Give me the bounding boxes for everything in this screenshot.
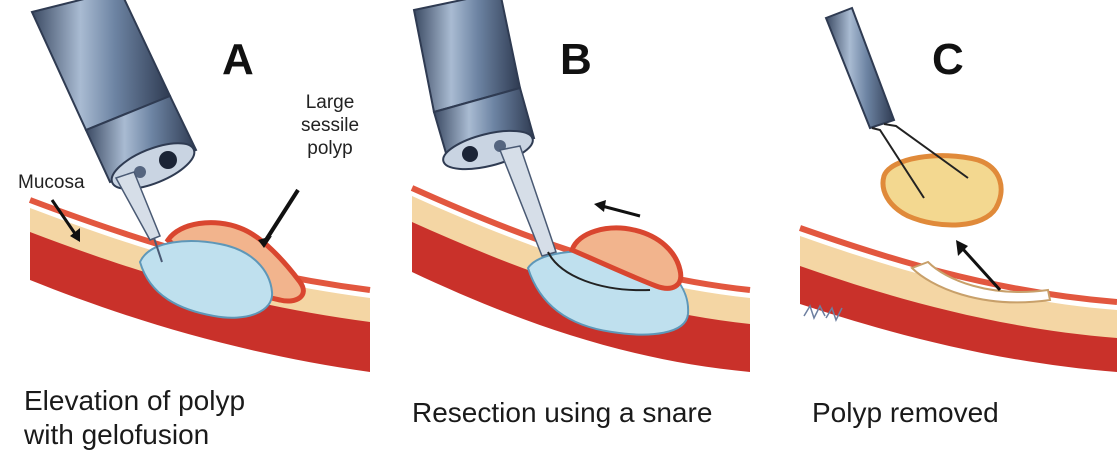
caption-b: Resection using a snare [412,396,712,430]
caption-c-line: Polyp removed [812,396,999,430]
polyp-label-line: sessile [280,115,380,138]
panel-letter-c: C [932,38,964,82]
caption-b-line: Resection using a snare [412,396,712,430]
caption-a-line: with gelofusion [24,418,245,452]
polyp-label-line: polyp [280,138,380,161]
panel-letter-b: B [560,38,592,82]
polyp-label-line: Large [280,92,380,115]
panel-letter-a: A [222,38,254,82]
panel-a-polyp-arrow [266,190,298,240]
caption-a: Elevation of polyp with gelofusion [24,384,245,452]
mucosa-label: Mucosa [18,172,85,195]
panel-b-arrow [602,206,640,216]
large-sessile-polyp-label: Large sessile polyp [280,92,380,160]
caption-a-line: Elevation of polyp [24,384,245,418]
panel-c-removed-polyp [883,156,1001,225]
caption-c: Polyp removed [812,396,999,430]
